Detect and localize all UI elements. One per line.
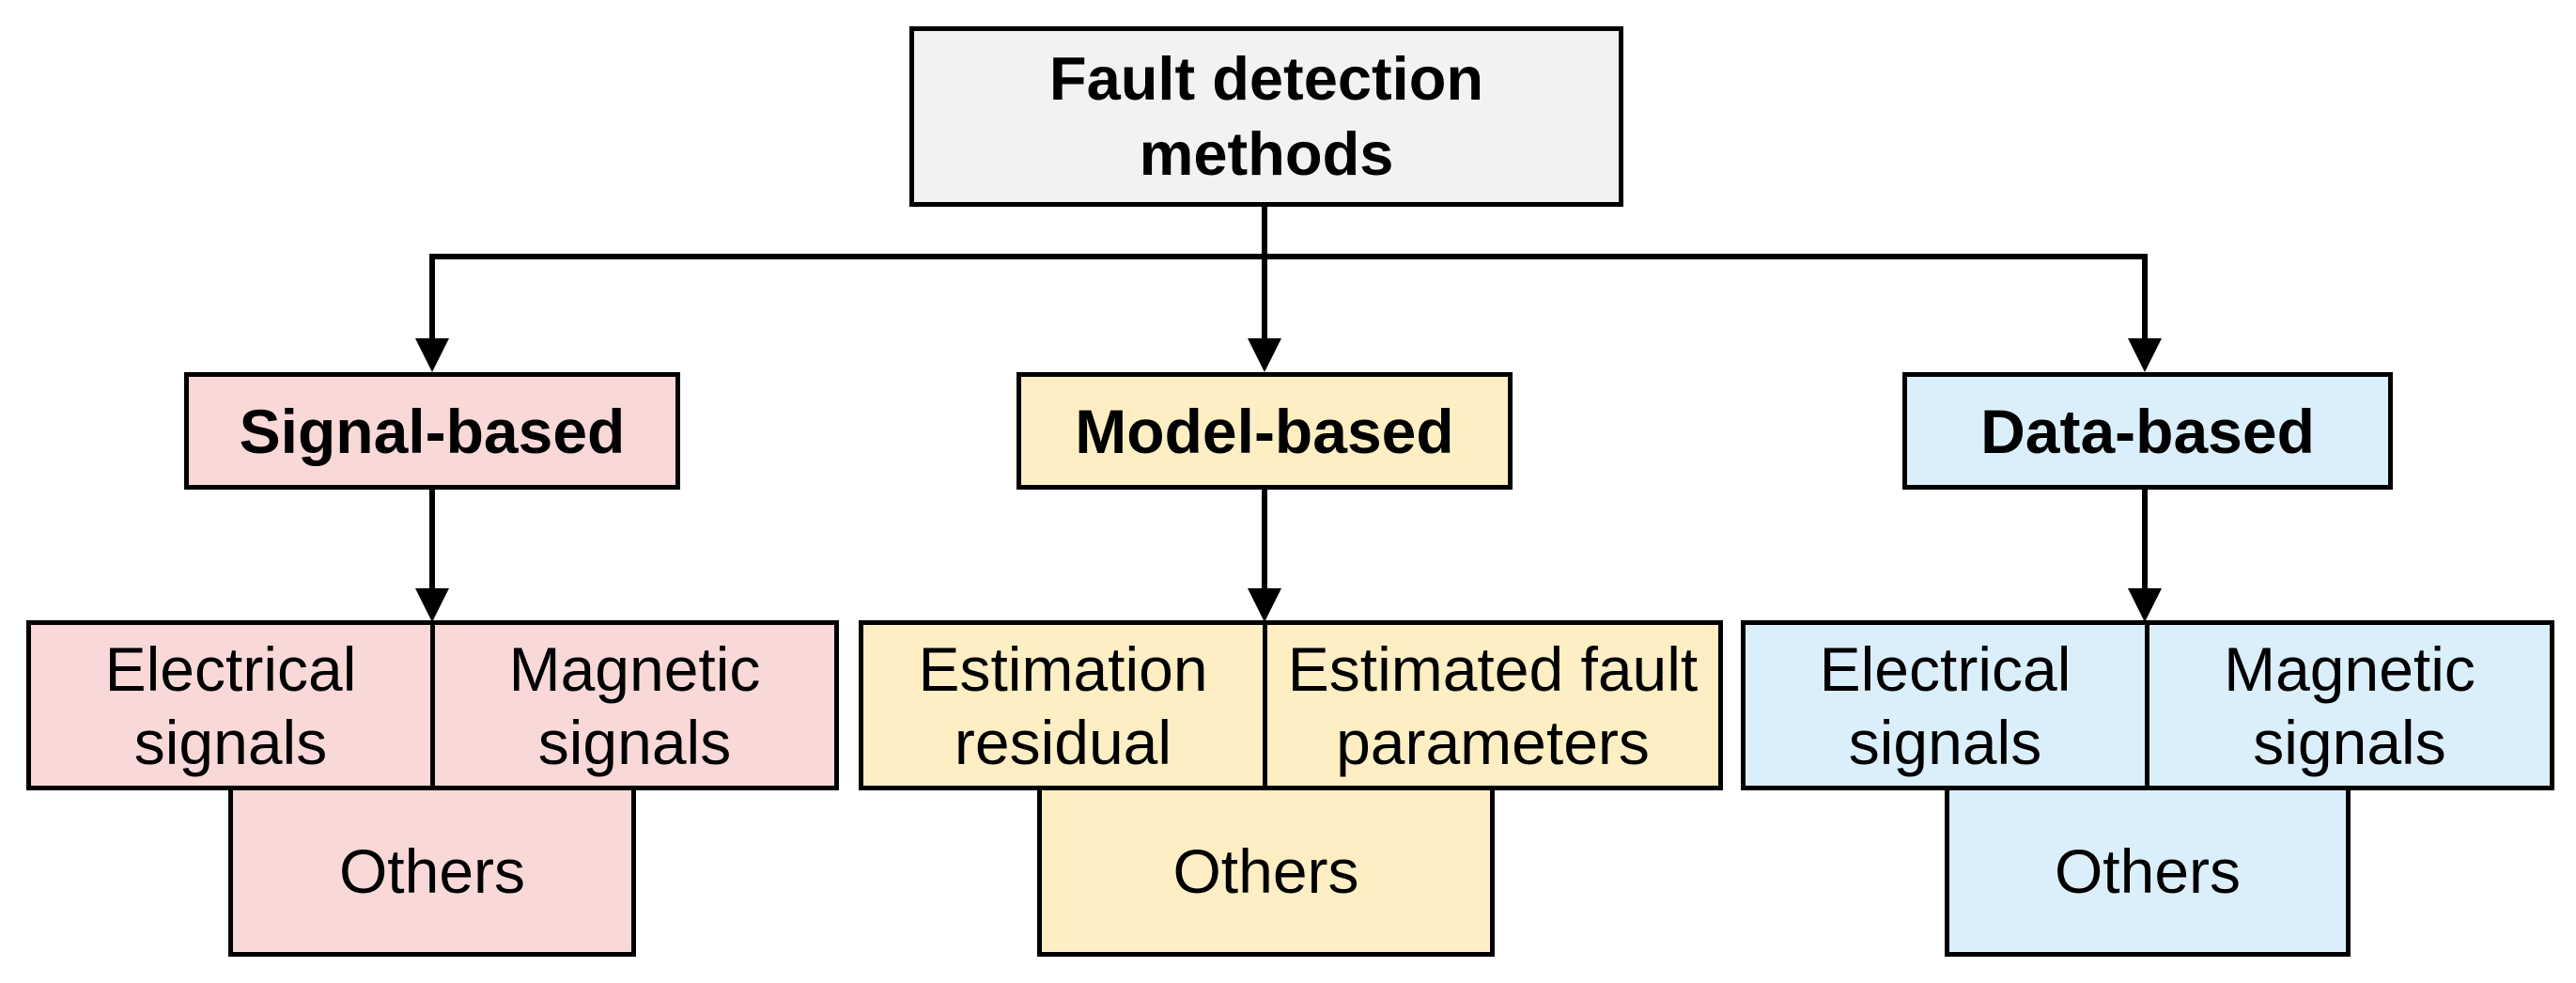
arrowhead-signal (415, 338, 449, 372)
category-data-based: Data-based (1902, 372, 2393, 490)
leaf-electrical-signals: Electrical signals (1741, 620, 2149, 790)
category-signal-based: Signal-based (184, 372, 680, 490)
leaf-label: Others (1172, 836, 1359, 906)
leaf-estimation-residual: Estimation residual (859, 620, 1267, 790)
leaf-others: Others (1945, 786, 2351, 957)
arrowhead-model (1248, 338, 1281, 372)
root-node: Fault detection methods (909, 26, 1623, 207)
leaf-label: Electrical signals (1819, 633, 2072, 777)
category-label: Model-based (1075, 396, 1454, 466)
category-label: Signal-based (239, 396, 626, 466)
root-label: Fault detection methods (1048, 44, 1484, 188)
leaf-electrical-signals: Electrical signals (26, 620, 435, 790)
leaf-estimated-fault-parameters: Estimated fault parameters (1263, 620, 1723, 790)
leaf-label: Magnetic signals (508, 633, 761, 777)
leaf-others: Others (1037, 786, 1495, 957)
leaf-label: Electrical signals (104, 633, 357, 777)
leaf-others: Others (228, 786, 636, 957)
category-model-based: Model-based (1016, 372, 1513, 490)
arrowhead-data (2128, 338, 2162, 372)
leaf-label: Estimation residual (918, 633, 1208, 777)
leaf-arrowhead-data (2128, 588, 2162, 622)
leaf-arrowhead-signal (415, 588, 449, 622)
leaf-magnetic-signals: Magnetic signals (430, 620, 839, 790)
leaf-arrowhead-model (1248, 588, 1281, 622)
leaf-label: Others (2054, 836, 2242, 906)
category-label: Data-based (1980, 396, 2315, 466)
leaf-label: Magnetic signals (2224, 633, 2475, 777)
leaf-label: Estimated fault parameters (1287, 633, 1699, 777)
leaf-magnetic-signals: Magnetic signals (2145, 620, 2554, 790)
leaf-label: Others (338, 836, 526, 906)
